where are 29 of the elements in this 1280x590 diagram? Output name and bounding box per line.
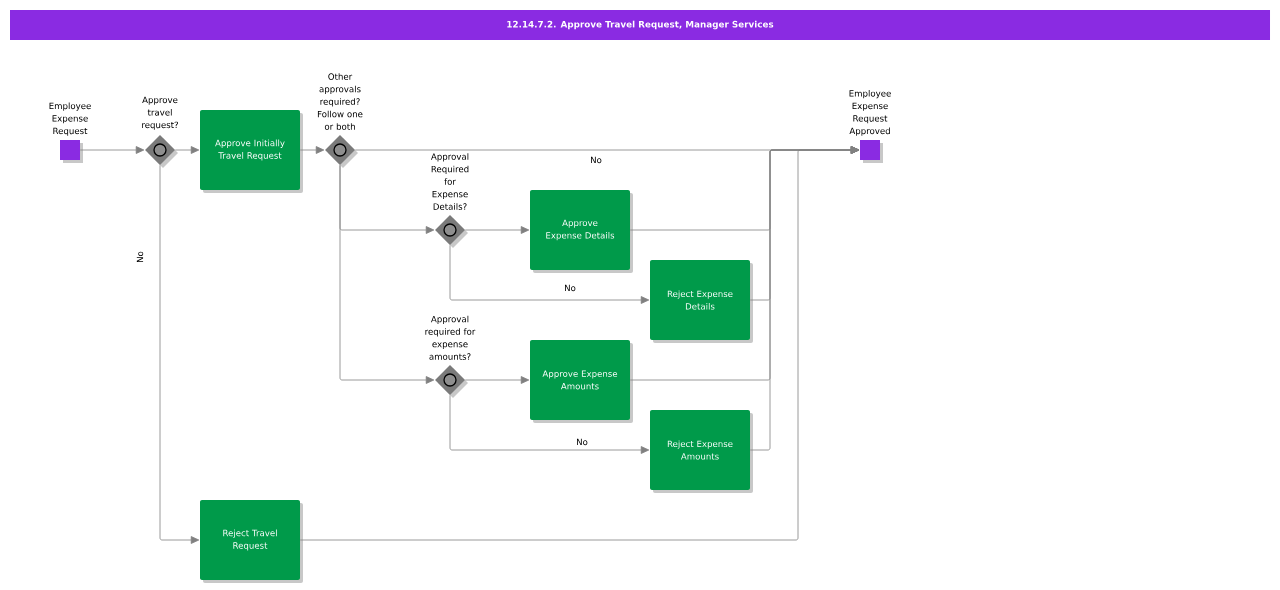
title-bar: 12.14.7.2. Approve Travel Request, Manager Services [10,10,1270,40]
task-box: Approve Expense Amounts [530,340,633,423]
edge-label: No [563,283,577,293]
task-box: Reject Expense Details [650,260,753,343]
arrow [79,146,145,154]
arrow [174,146,200,154]
task-box: Reject Travel Request [200,500,303,583]
node-label: Approval Required for Expense Details? [430,153,469,210]
task-box: Reject Expense Amounts [650,410,753,493]
arrow [464,226,530,234]
edge-label: No [575,437,589,447]
node-label: Approval required for expense amounts? [425,315,476,360]
task-box: Approve Expense Details [530,190,633,273]
node-label: Employee Expense Request Approved [849,89,891,136]
arrow [159,164,200,544]
task-box: Approve Initially Travel Request [200,110,303,193]
node-label: Other approvals required? Follow one or both [317,73,363,130]
arrow [299,146,325,154]
node-label: Employee Expense Request [49,102,91,136]
arrow [449,244,650,304]
arrow [339,164,435,384]
event-square: Employee Expense Request Approved [849,90,891,163]
node-label: Approve travel request? [142,96,179,130]
arrow [449,394,650,454]
edge-label: No [135,250,145,264]
event-square: Employee Expense Request [49,102,91,163]
arrow [464,376,530,384]
edge-label: No [589,155,603,165]
arrow [299,146,860,541]
